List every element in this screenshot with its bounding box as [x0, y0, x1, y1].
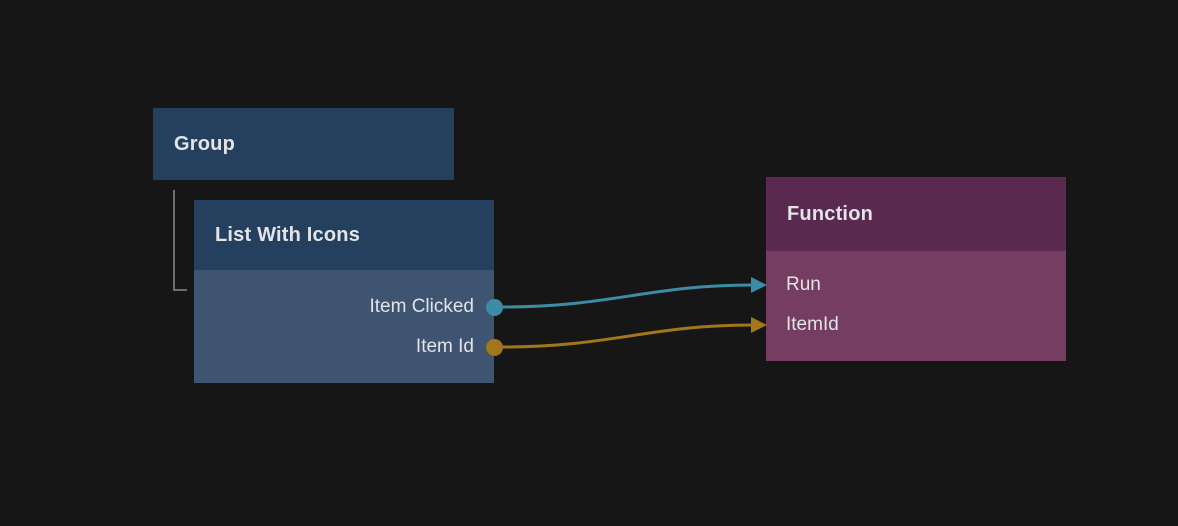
node-function-title: Function: [787, 202, 874, 225]
input-port-run-label: Run: [786, 274, 821, 295]
input-port-itemid[interactable]: ItemId: [751, 305, 1066, 345]
output-port-item-id[interactable]: Item Id: [194, 327, 503, 367]
wire-item-clicked-to-run[interactable]: [501, 283, 754, 309]
node-group-header[interactable]: Group: [153, 108, 454, 180]
output-port-item-id-label: Item Id: [415, 336, 474, 357]
output-port-dot-item-id[interactable]: [486, 338, 503, 356]
node-function[interactable]: Function Run ItemId: [751, 177, 1066, 361]
output-port-item-clicked-label: Item Clicked: [369, 296, 474, 317]
node-list-with-icons-header[interactable]: List With Icons: [194, 200, 494, 270]
input-port-arrow-run-icon[interactable]: [751, 277, 767, 293]
group-child-connector-line: [173, 190, 187, 291]
node-group-title: Group: [174, 132, 235, 155]
wire-item-id-to-itemid[interactable]: [501, 323, 754, 349]
input-port-run[interactable]: Run: [751, 265, 1066, 305]
node-list-with-icons[interactable]: List With Icons Item Clicked Item Id: [194, 200, 503, 383]
node-list-with-icons-body: Item Clicked Item Id: [194, 270, 503, 383]
node-list-with-icons-title: List With Icons: [215, 223, 361, 246]
node-function-body: Run ItemId: [751, 251, 1066, 361]
node-group[interactable]: Group: [153, 108, 454, 180]
output-port-item-clicked[interactable]: Item Clicked: [194, 287, 503, 327]
input-port-itemid-label: ItemId: [786, 314, 839, 335]
input-port-arrow-itemid-icon[interactable]: [751, 317, 767, 333]
output-port-dot-item-clicked[interactable]: [486, 298, 503, 316]
node-function-header[interactable]: Function: [766, 177, 1066, 251]
